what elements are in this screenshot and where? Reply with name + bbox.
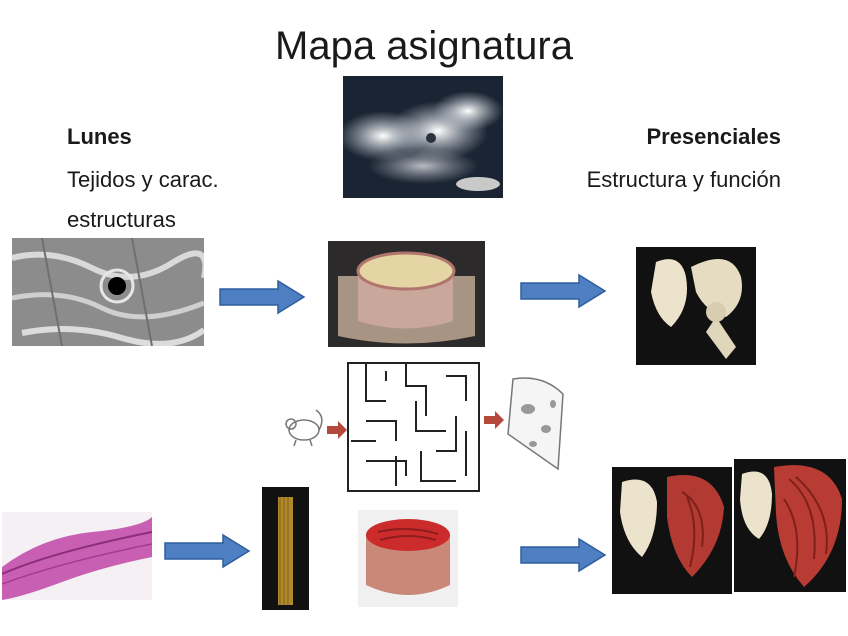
left-line-2: estructuras — [67, 207, 176, 232]
right-heading: Presenciales — [646, 124, 781, 149]
pelvis-muscles-image-1 — [612, 467, 732, 594]
pelvis-muscles-image-2 — [734, 459, 846, 592]
satellite-cyclone-image — [343, 76, 503, 198]
left-line-1: Tejidos y carac. — [67, 167, 219, 192]
left-heading: Lunes — [67, 124, 132, 149]
blue-arrow-1 — [218, 279, 306, 315]
red-arrow-left — [326, 420, 348, 440]
slide-title: Mapa asignatura — [275, 24, 573, 68]
blue-arrow-4 — [519, 537, 607, 573]
mouse-icon — [276, 402, 326, 450]
pelvis-skeleton-image — [636, 247, 756, 365]
muscle-cross-section — [358, 510, 458, 607]
blue-arrow-2 — [519, 273, 607, 309]
maze-image — [346, 361, 481, 493]
cheese-icon — [503, 374, 569, 474]
bone-tissue-micrograph — [12, 238, 204, 346]
red-arrow-right — [483, 410, 505, 430]
histology-tissue-image — [2, 512, 152, 600]
bone-cylinder-3d — [328, 241, 485, 347]
muscle-fiber-column — [262, 487, 309, 610]
right-text: Estructura y función — [586, 167, 781, 192]
blue-arrow-3 — [163, 533, 251, 569]
